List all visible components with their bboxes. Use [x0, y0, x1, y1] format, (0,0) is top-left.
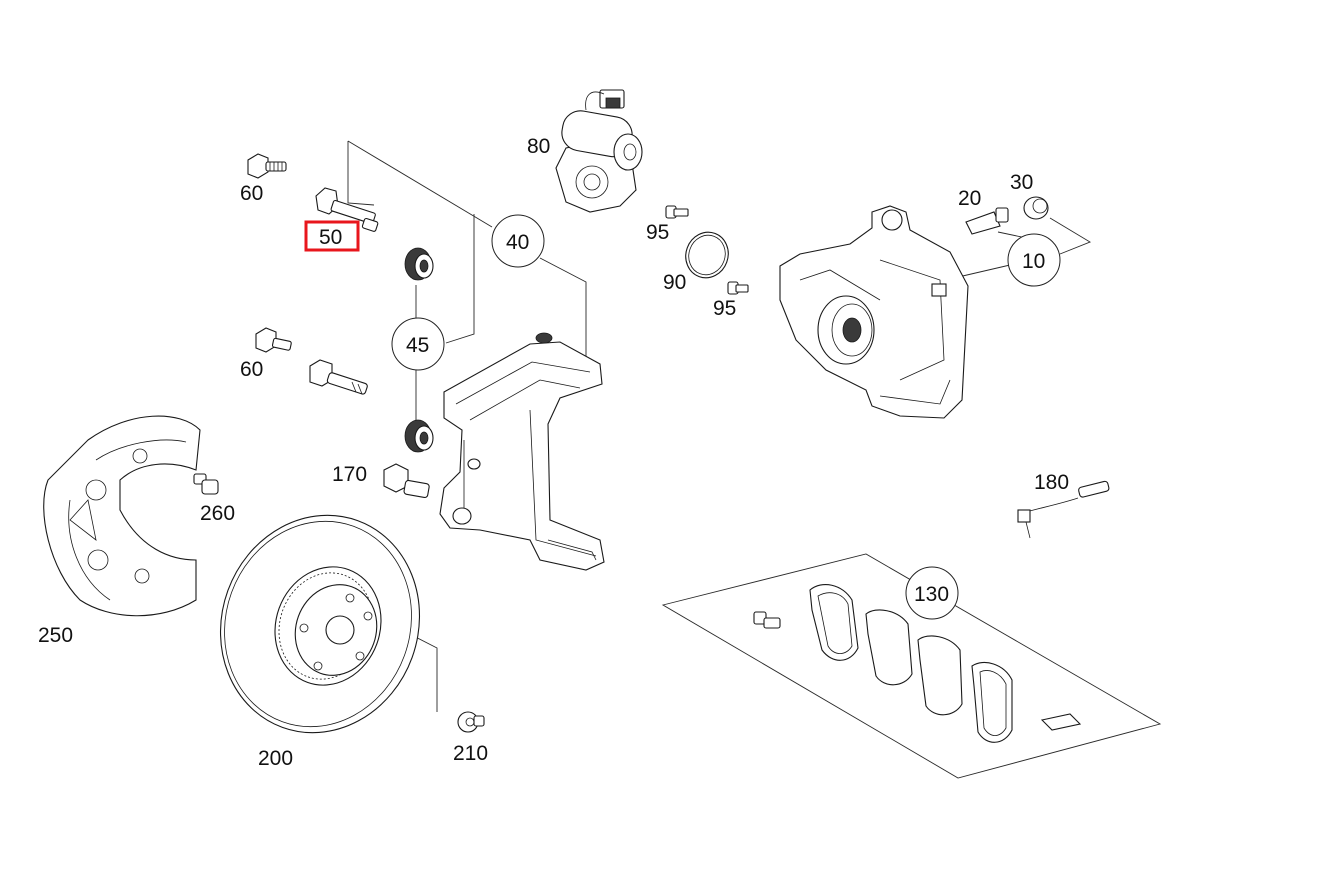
caliper-carrier-40-icon: [439, 332, 605, 571]
caliper-housing-10-icon: [779, 205, 969, 419]
callout-10-label: 10: [1022, 250, 1045, 273]
callout-250-label: 250: [38, 624, 73, 647]
callout-90[interactable]: 90: [663, 271, 686, 294]
o-ring-90-icon: [685, 231, 729, 279]
splash-shield-250-icon: [43, 415, 201, 617]
bolt-170-icon: [383, 463, 430, 499]
callout-130[interactable]: 130: [905, 566, 959, 620]
callout-200-label: 200: [258, 747, 293, 770]
callout-170-label: 170: [332, 463, 367, 486]
callout-10-circle: [1007, 233, 1061, 287]
callouts: 60 50 40 45 60 80 95 90 95 20: [38, 135, 1069, 770]
callout-40-circle: [491, 214, 545, 268]
callout-180-label: 180: [1034, 471, 1069, 494]
bolt-60-upper-icon: [247, 153, 287, 179]
screw-260-icon: [193, 473, 219, 495]
screw-95-upper-icon: [665, 205, 689, 219]
callout-170[interactable]: 170: [332, 463, 367, 486]
callout-40[interactable]: 40: [491, 214, 545, 268]
bushing-45-lower-icon: [404, 419, 434, 453]
screw-210-icon: [457, 711, 485, 733]
callout-95-upper[interactable]: 95: [646, 221, 669, 244]
callout-210[interactable]: 210: [453, 742, 488, 765]
callout-250[interactable]: 250: [38, 624, 73, 647]
cap-30-icon: [1023, 196, 1049, 220]
callout-80[interactable]: 80: [527, 135, 550, 158]
callout-95-lower[interactable]: 95: [713, 297, 736, 320]
callout-60-lower[interactable]: 60: [240, 358, 263, 381]
callout-260[interactable]: 260: [200, 502, 235, 525]
callout-80-label: 80: [527, 135, 550, 158]
callout-45[interactable]: 45: [391, 317, 445, 371]
callout-130-circle: [905, 566, 959, 620]
bleed-screw-20-icon: [965, 207, 1009, 235]
callout-260-label: 260: [200, 502, 235, 525]
pad-screw-icon: [753, 611, 781, 629]
callout-45-circle: [391, 317, 445, 371]
callout-95-lower-label: 95: [713, 297, 736, 320]
callout-95-upper-label: 95: [646, 221, 669, 244]
callout-60-lower-label: 60: [240, 358, 263, 381]
guide-pin-lower-icon: [309, 359, 368, 395]
callout-20-label: 20: [958, 187, 981, 210]
callout-10[interactable]: 10: [1007, 233, 1061, 287]
bolt-60-lower-icon: [255, 327, 292, 353]
callout-210-label: 210: [453, 742, 488, 765]
bushing-45-upper-icon: [404, 247, 434, 281]
wear-sensor-180-icon: [1017, 480, 1110, 539]
callout-20[interactable]: 20: [958, 187, 981, 210]
callout-30[interactable]: 30: [1010, 171, 1033, 194]
callout-60-upper-label: 60: [240, 182, 263, 205]
screw-95-lower-icon: [727, 281, 749, 295]
brake-disc-200-icon: [219, 514, 421, 734]
brake-pad-kit-130-icon: [753, 584, 1082, 743]
callout-130-label: 130: [914, 583, 949, 606]
guide-pin-50-icon: [315, 187, 379, 232]
callout-50[interactable]: 50: [304, 220, 360, 252]
callout-180[interactable]: 180: [1034, 471, 1069, 494]
actuator-motor-80-icon: [555, 89, 643, 213]
callout-45-label: 45: [406, 334, 429, 357]
callout-90-label: 90: [663, 271, 686, 294]
callout-60-upper[interactable]: 60: [240, 182, 263, 205]
callout-50-label: 50: [319, 226, 342, 249]
callout-30-label: 30: [1010, 171, 1033, 194]
callout-200[interactable]: 200: [258, 747, 293, 770]
callout-40-label: 40: [506, 231, 529, 254]
highlight-box: [304, 220, 360, 252]
